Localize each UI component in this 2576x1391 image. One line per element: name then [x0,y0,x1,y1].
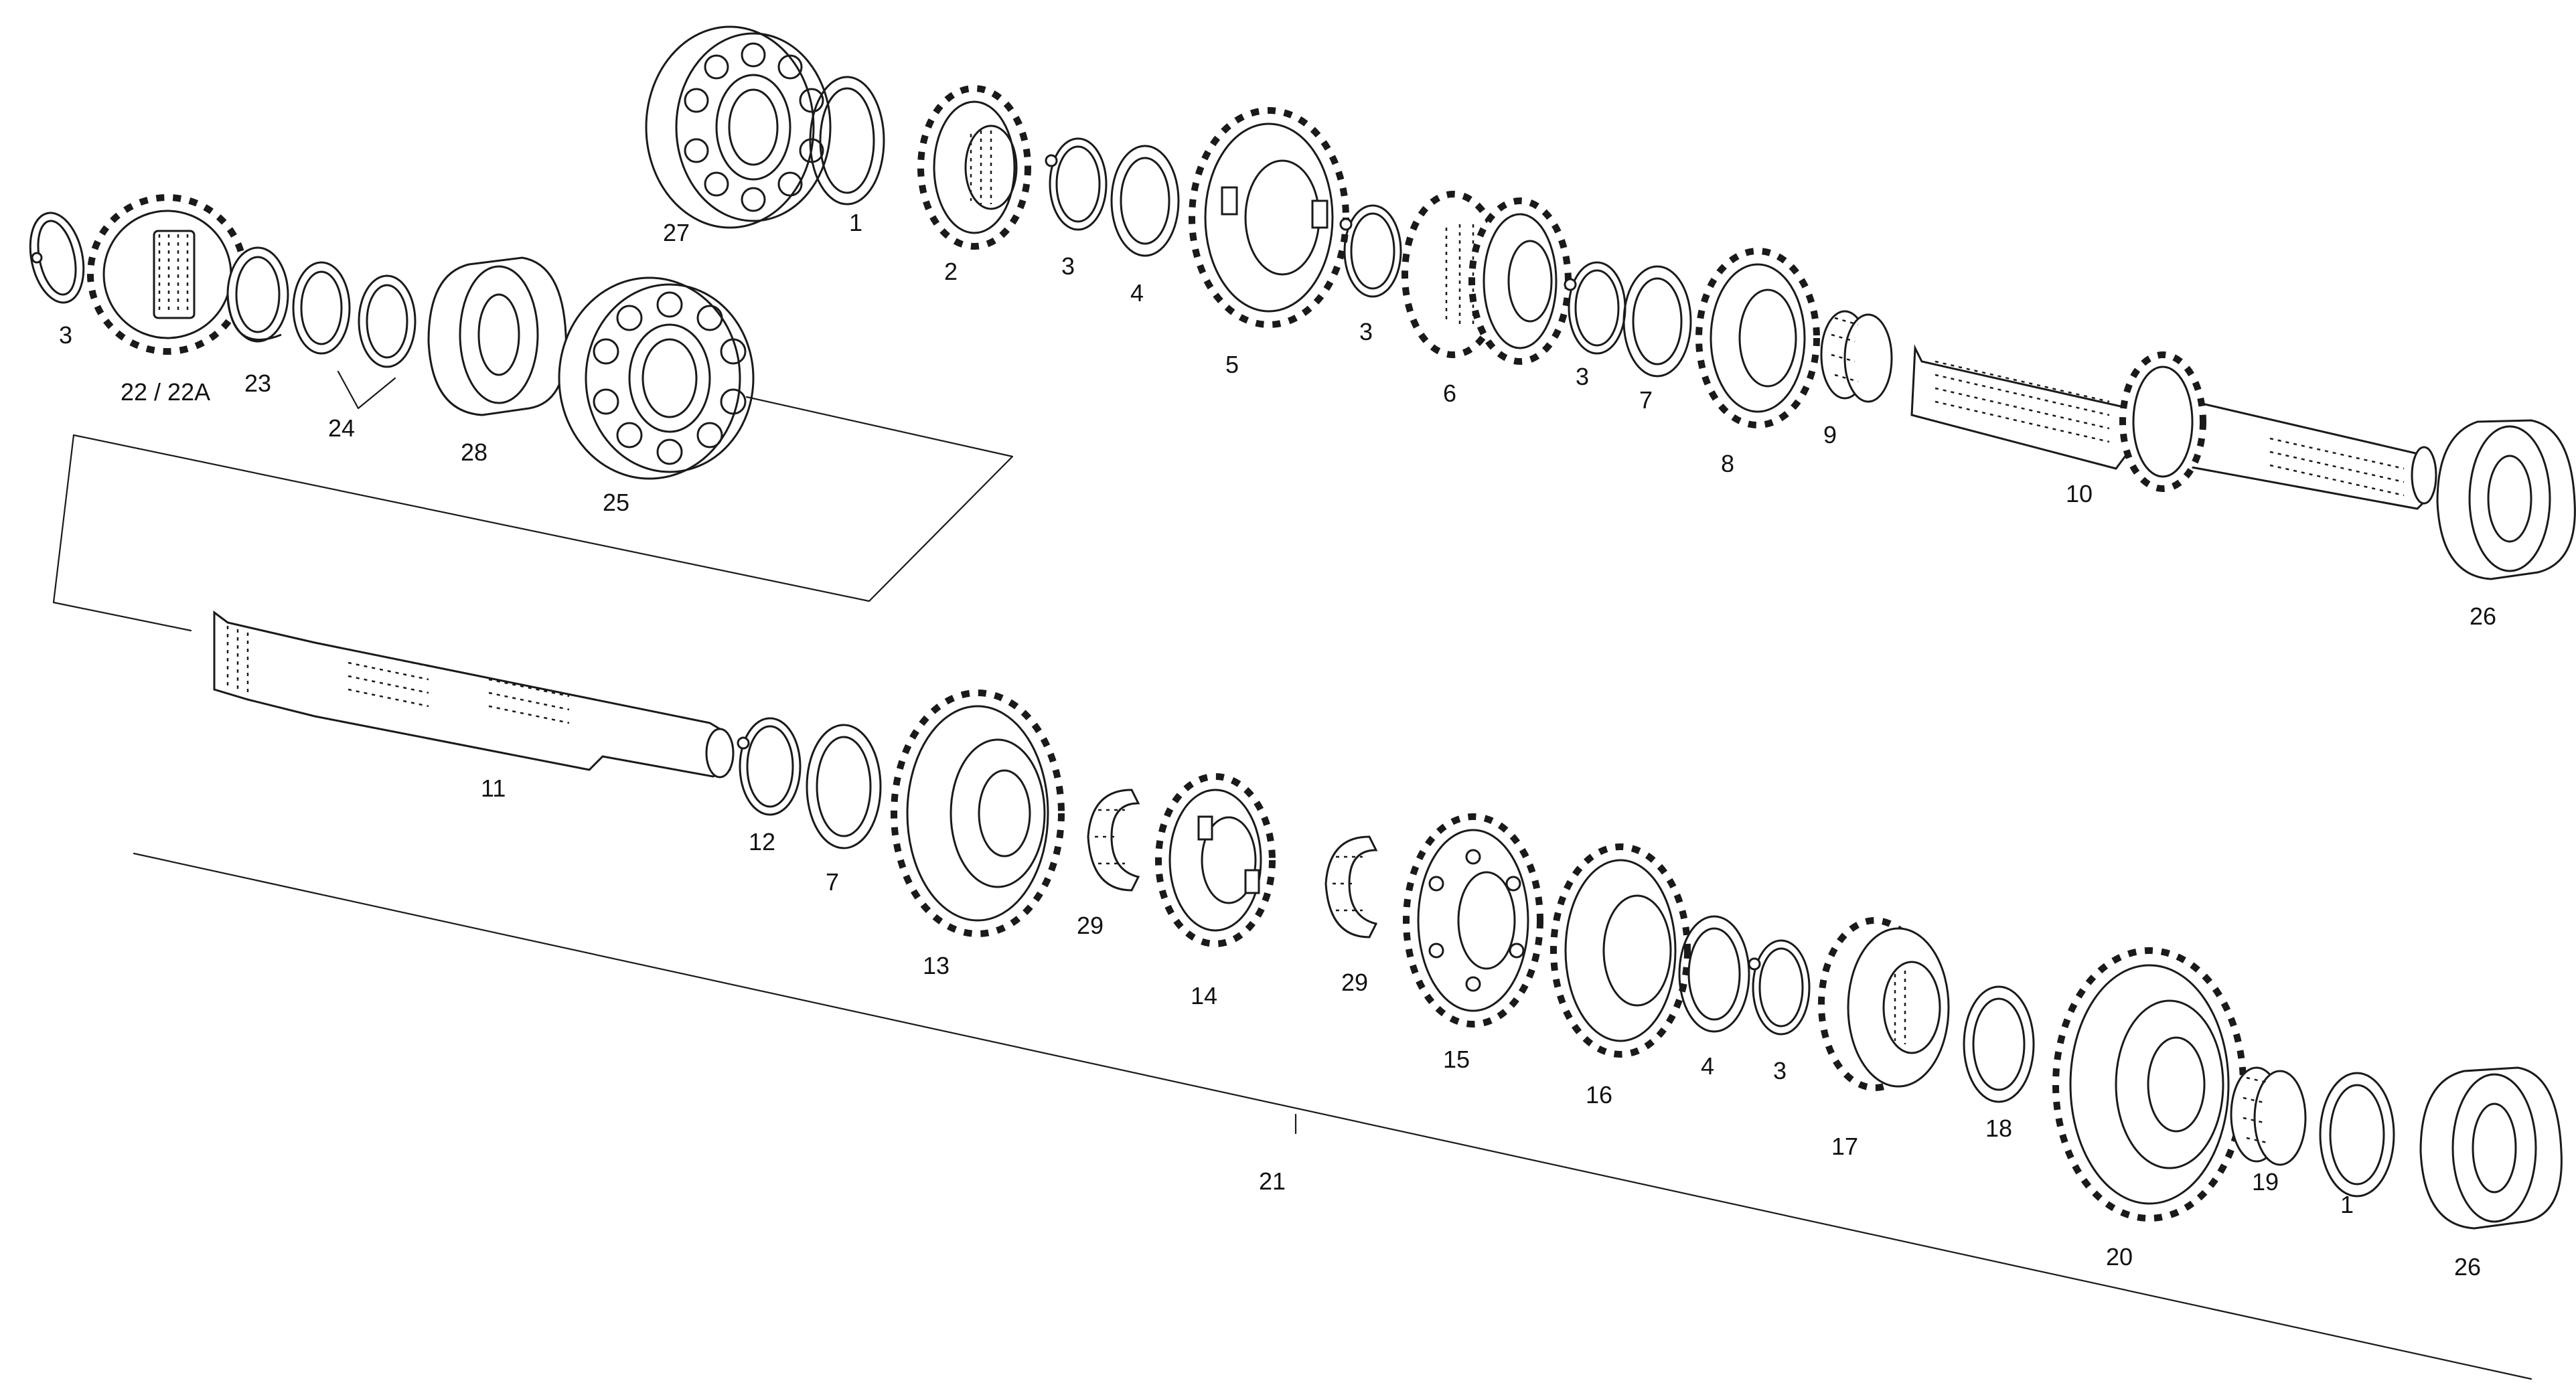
label-3-left: 3 [59,321,72,349]
gear-6 [1401,191,1572,365]
label-12: 12 [749,828,775,855]
gear-15 [1403,813,1543,1028]
label-6: 6 [1443,380,1456,407]
label-1-top: 1 [849,209,862,236]
label-15: 15 [1443,1046,1470,1073]
label-3-top-b: 3 [1359,318,1373,345]
label-29-a: 29 [1077,912,1104,939]
bushing-23 [226,246,289,343]
label-10: 10 [2066,480,2093,507]
washer-7-bottom [806,724,882,849]
label-21: 21 [1259,1167,1286,1195]
oil-seal-28 [427,256,567,416]
circlip-12 [737,717,802,816]
label-26-top: 26 [2470,602,2496,630]
gear-20 [2052,947,2247,1222]
gear-5 [1189,107,1349,328]
label-4-top: 4 [1130,279,1144,307]
label-22: 22 / 22A [121,378,210,406]
needle-bearing-9 [1820,310,1893,403]
label-5: 5 [1225,351,1239,378]
washer-1-bottom [2319,1072,2395,1198]
needle-bearing-19 [2230,1066,2307,1166]
label-20: 20 [2106,1243,2133,1271]
gear-13 [891,689,1065,937]
gear-17 [1818,917,1950,1091]
label-4-bottom: 4 [1701,1052,1714,1080]
washer-4-top [1110,145,1180,257]
gear-2 [917,85,1031,250]
circlip-3-bottom [1748,939,1811,1036]
washers-24 [292,261,416,368]
label-7-bottom: 7 [826,868,839,896]
label-29-b: 29 [1341,969,1368,996]
label-2: 2 [944,258,958,285]
label-3-top-c: 3 [1576,363,1589,390]
label-11: 11 [481,774,506,802]
label-13: 13 [923,952,950,979]
sprocket-22 [87,194,248,355]
gear-16 [1550,843,1691,1058]
gear-8 [1695,248,1820,428]
reference-lines [52,370,2532,1380]
shaft-10 [1910,344,2437,510]
circlip-3-top-c [1564,261,1626,355]
label-14: 14 [1191,982,1217,1009]
bearing-25 [558,276,755,480]
gear-14 [1155,773,1276,947]
oil-seal-26-bottom [2419,1066,2563,1230]
label-23: 23 [244,370,271,397]
label-3-top-a: 3 [1061,252,1075,280]
needle-cage-29-b [1324,835,1378,938]
label-27: 27 [663,219,690,246]
circlip-3-top-b [1339,204,1402,298]
label-18: 18 [1985,1115,2012,1142]
washer-7-top [1622,265,1692,378]
label-17: 17 [1831,1133,1858,1160]
washer-4-bottom [1678,915,1750,1033]
label-26-bottom: 26 [2454,1253,2481,1281]
label-16: 16 [1586,1081,1612,1109]
needle-cage-29-a [1087,789,1140,892]
circlip-3-top-a [1045,137,1108,231]
oil-seal-26-top [2436,419,2576,580]
label-19: 19 [2252,1168,2279,1196]
label-1-bottom: 1 [2340,1191,2354,1218]
label-24: 24 [328,414,355,442]
label-8: 8 [1721,450,1734,477]
washer-18 [1963,985,2035,1103]
bearing-27 [645,25,832,229]
label-7-top: 7 [1639,386,1653,414]
shaft-11 [213,610,735,779]
washer-1-top [809,76,885,206]
label-25: 25 [603,489,629,516]
label-9: 9 [1823,421,1837,448]
label-28: 28 [461,438,487,466]
part-labels: 3 22 / 22A 23 24 28 25 27 1 2 3 4 5 3 6 … [59,209,2496,1281]
label-3-bottom: 3 [1773,1057,1787,1084]
circlip-3-left [29,212,85,304]
